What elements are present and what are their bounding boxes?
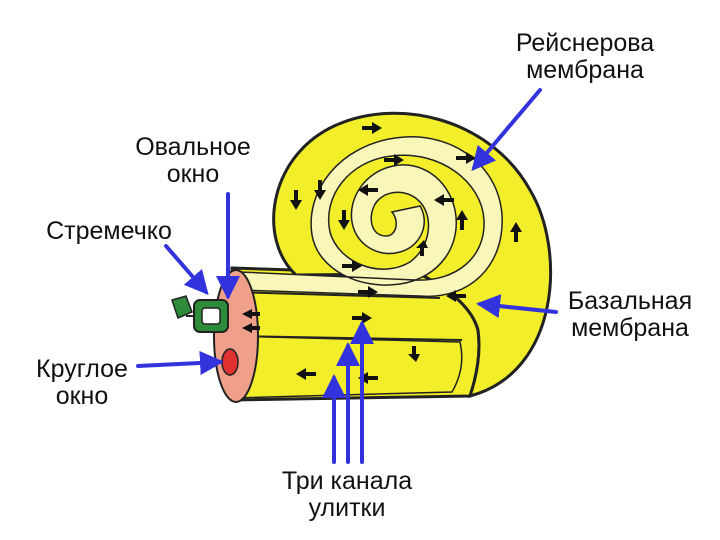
- label-basilar-line1: Базальная: [567, 287, 693, 315]
- label-oval-line1: Овальное: [135, 133, 251, 161]
- label-reissner-line2: мембрана: [526, 56, 644, 84]
- label-reissner-membrane: Рейснерова мембрана: [500, 30, 670, 84]
- label-reissner-line1: Рейснерова: [515, 29, 655, 57]
- window-tissue: [213, 269, 259, 403]
- label-basilar-membrane: Базальная мембрана: [550, 288, 710, 342]
- arrow-icon: [510, 222, 522, 242]
- window-cap: [213, 269, 259, 403]
- label-round-line1: Круглое: [36, 355, 128, 383]
- arrow-icon: [296, 368, 316, 380]
- stapes-icon: [171, 295, 229, 333]
- arrow-icon: [242, 309, 260, 319]
- arrow-icon: [456, 152, 476, 164]
- arrow-icon: [362, 122, 382, 134]
- label-oval-line2: окно: [166, 160, 220, 188]
- label-three-canals: Три канала улитки: [262, 468, 432, 522]
- label-stapes: Стремечко: [34, 218, 184, 245]
- reissner-membrane-line: [231, 291, 441, 299]
- cochlea: [230, 111, 553, 402]
- arrow-icon: [456, 210, 468, 230]
- round-window: [221, 348, 239, 376]
- cochlea-channel-pale: [239, 136, 503, 297]
- pointer-round-window: [136, 350, 224, 375]
- label-oval-window: Овальное окно: [118, 134, 268, 188]
- label-canals-line1: Три канала: [281, 467, 413, 495]
- label-round-line2: окно: [55, 382, 109, 410]
- arrow-icon: [408, 346, 420, 362]
- pointer-reissner: [471, 88, 542, 172]
- arrow-icon: [416, 240, 428, 256]
- label-round-window: Круглое окно: [22, 356, 142, 410]
- arrow-icon: [446, 290, 466, 302]
- arrow-icon: [338, 210, 350, 230]
- arrow-icon: [314, 180, 326, 200]
- arrow-icon: [358, 286, 378, 298]
- pointer-arrows: [136, 88, 558, 464]
- label-basilar-line2: мембрана: [571, 314, 689, 342]
- label-stapes-line1: Стремечко: [46, 217, 172, 245]
- arrow-icon: [290, 190, 302, 210]
- arrow-icon: [384, 154, 404, 166]
- pointer-stapes: [164, 244, 209, 296]
- pointer-basilar: [476, 294, 558, 319]
- arrow-icon: [434, 194, 454, 206]
- label-canals-line2: улитки: [308, 494, 386, 522]
- basilar-membrane-line: [231, 335, 463, 341]
- arrow-icon: [358, 184, 378, 196]
- arrow-icon: [342, 260, 362, 272]
- arrow-icon: [242, 323, 260, 333]
